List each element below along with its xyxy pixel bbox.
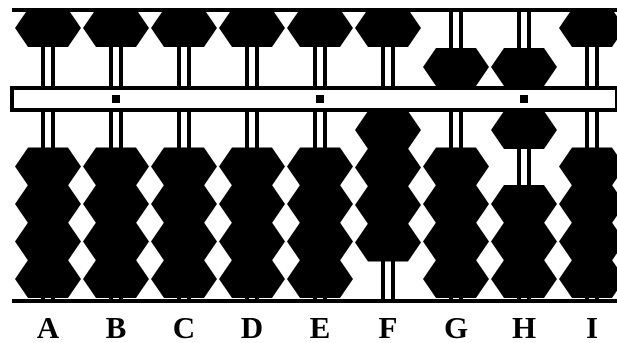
- earth-bead-f-active-1[interactable]: [355, 111, 421, 149]
- column-label-b: B: [106, 310, 127, 343]
- earth-bead-c-rest-2[interactable]: [151, 223, 217, 261]
- earth-bead-c-rest-4[interactable]: [151, 148, 217, 186]
- unit-marker-e: [316, 95, 324, 103]
- earth-bead-h-rest-2[interactable]: [491, 223, 557, 261]
- heaven-bead-h[interactable]: [491, 48, 557, 86]
- earth-bead-d-rest-3[interactable]: [219, 185, 285, 223]
- column-label-c: C: [173, 310, 195, 343]
- heaven-bead-e[interactable]: [287, 9, 353, 47]
- unit-marker-b: [112, 95, 120, 103]
- unit-marker-h: [520, 95, 528, 103]
- column-label-a: A: [37, 310, 60, 343]
- earth-bead-g-rest-4[interactable]: [423, 148, 489, 186]
- earth-bead-b-rest-1[interactable]: [83, 260, 149, 298]
- earth-bead-e-rest-3[interactable]: [287, 185, 353, 223]
- column-label-g: G: [444, 310, 468, 343]
- earth-bead-i-rest-2[interactable]: [559, 223, 617, 261]
- earth-bead-g-rest-3[interactable]: [423, 185, 489, 223]
- earth-bead-c-rest-3[interactable]: [151, 185, 217, 223]
- earth-bead-c-rest-1[interactable]: [151, 260, 217, 298]
- column-label-h: H: [512, 310, 536, 343]
- earth-bead-b-rest-2[interactable]: [83, 223, 149, 261]
- column-label-d: D: [241, 310, 263, 343]
- earth-bead-a-rest-3[interactable]: [15, 185, 81, 223]
- column-labels-group: A B C D E F G H I: [37, 310, 598, 343]
- earth-bead-e-rest-2[interactable]: [287, 223, 353, 261]
- earth-bead-i-rest-1[interactable]: [559, 260, 617, 298]
- earth-bead-a-rest-2[interactable]: [15, 223, 81, 261]
- heaven-bead-d[interactable]: [219, 9, 285, 47]
- earth-bead-a-rest-1[interactable]: [15, 260, 81, 298]
- earth-bead-d-rest-2[interactable]: [219, 223, 285, 261]
- earth-bead-f-active-2[interactable]: [355, 149, 421, 187]
- earth-bead-h-rest-3[interactable]: [491, 185, 557, 223]
- column-label-i: I: [586, 310, 598, 343]
- heaven-bead-f[interactable]: [355, 9, 421, 47]
- earth-bead-i-rest-3[interactable]: [559, 185, 617, 223]
- earth-bead-i-rest-4[interactable]: [559, 148, 617, 186]
- heaven-bead-c[interactable]: [151, 9, 217, 47]
- earth-bead-a-rest-4[interactable]: [15, 148, 81, 186]
- earth-bead-d-rest-1[interactable]: [219, 260, 285, 298]
- bottom-frame-bar: [12, 299, 617, 303]
- earth-bead-f-active-3[interactable]: [355, 186, 421, 224]
- earth-bead-f-active-4[interactable]: [355, 224, 421, 262]
- heaven-bead-a[interactable]: [15, 9, 81, 47]
- earth-bead-b-rest-3[interactable]: [83, 185, 149, 223]
- earth-bead-h-active-1[interactable]: [491, 111, 557, 149]
- heaven-bead-i[interactable]: [559, 9, 617, 47]
- earth-bead-e-rest-4[interactable]: [287, 148, 353, 186]
- earth-bead-h-rest-1[interactable]: [491, 260, 557, 298]
- heaven-bead-b[interactable]: [83, 9, 149, 47]
- earth-bead-g-rest-2[interactable]: [423, 223, 489, 261]
- column-label-f: F: [379, 310, 398, 343]
- earth-bead-d-rest-4[interactable]: [219, 148, 285, 186]
- earth-bead-g-rest-1[interactable]: [423, 260, 489, 298]
- earth-bead-b-rest-4[interactable]: [83, 148, 149, 186]
- earth-bead-e-rest-1[interactable]: [287, 260, 353, 298]
- heaven-bead-g[interactable]: [423, 48, 489, 86]
- column-label-e: E: [310, 310, 331, 343]
